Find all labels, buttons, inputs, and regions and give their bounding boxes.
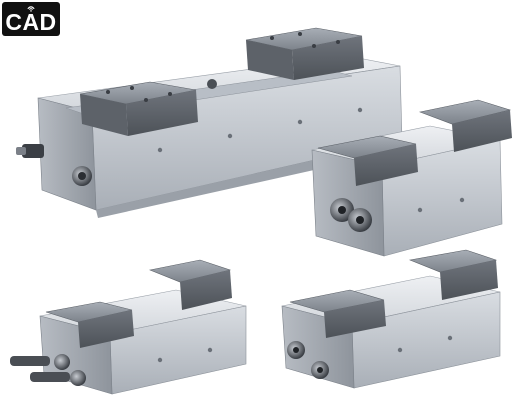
- cad-label: CAD: [5, 9, 57, 35]
- compact-slide-cylinder-bottom-right: [281, 249, 501, 389]
- cad-badge[interactable]: CAD: [2, 2, 60, 36]
- large-slide-cylinder: [16, 27, 404, 218]
- cad-wifi-icon: [27, 6, 35, 12]
- compact-slide-cylinder-bottom-left: [10, 259, 247, 395]
- compact-slide-cylinder-right: [311, 99, 512, 257]
